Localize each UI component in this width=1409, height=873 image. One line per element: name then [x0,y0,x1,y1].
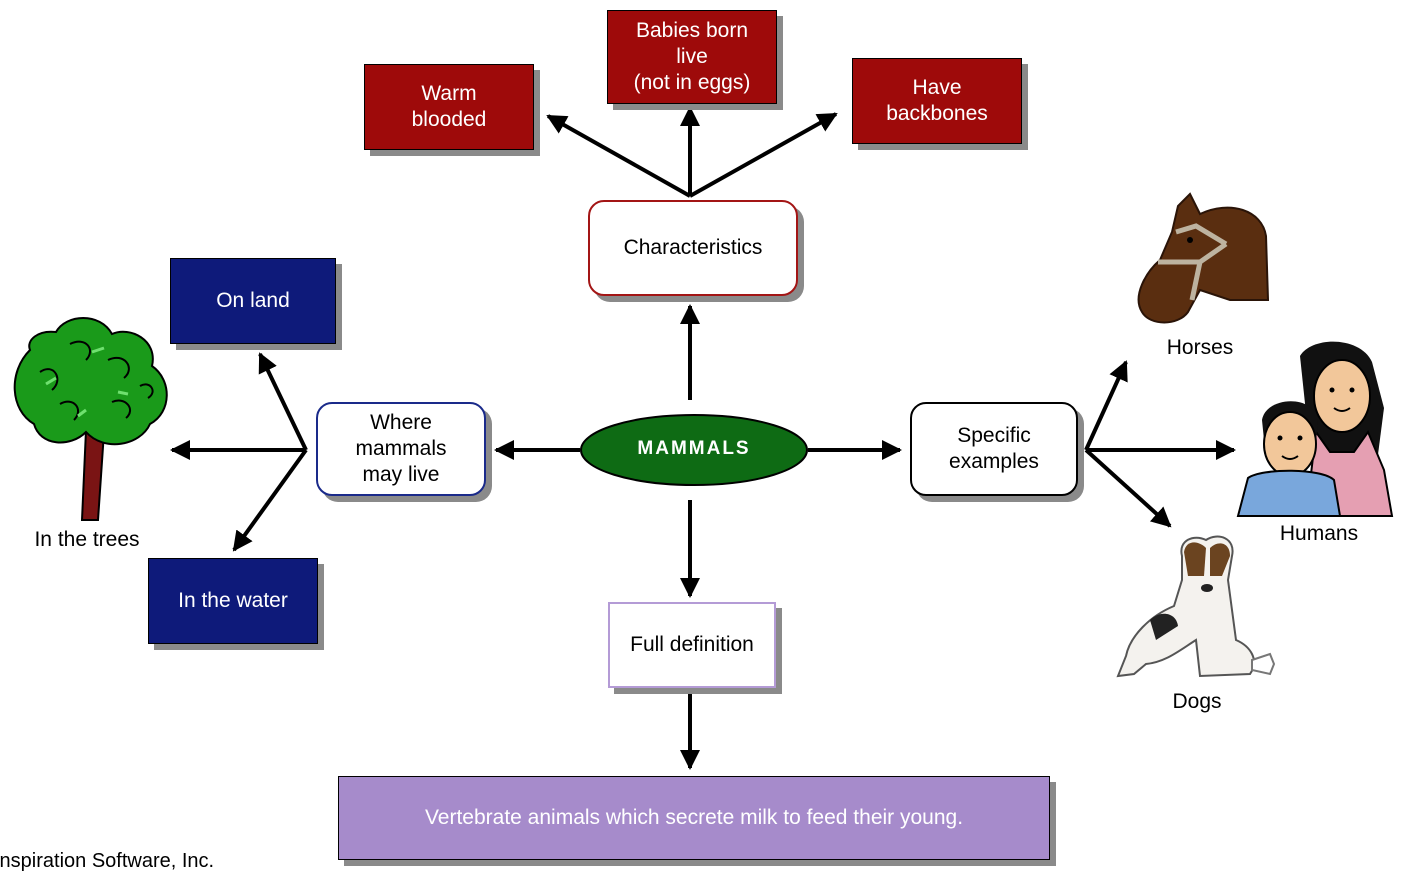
warm-blooded-label: Warm blooded [411,82,487,131]
specific-examples-node: Specific examples [910,402,1078,496]
where-mammals-live-label: Where mammals may live [355,411,447,486]
tree-image [13,317,168,521]
where-mammals-live-node: Where mammals may live [316,402,486,496]
definition-text: Vertebrate animals which secrete milk to… [424,806,964,829]
arrow-to-dogs [1084,448,1172,528]
in-the-trees-caption: In the trees [34,528,140,551]
full-definition-node: Full definition [608,602,776,688]
specific-examples-label: Specific examples [949,424,1039,473]
footer-credit: Inspiration Software, Inc. [0,850,215,872]
humans-image [1236,341,1394,517]
babies-born-live-label: Babies born live (not in eggs) [633,19,751,94]
warm-blooded-box: Warm blooded [364,64,534,150]
arrow-to-horses [1084,360,1128,451]
horses-caption: Horses [1166,336,1234,359]
on-land-label: On land [216,289,290,312]
arrow-to-backbones [689,112,838,198]
humans-caption: Humans [1279,522,1359,545]
full-definition-label: Full definition [630,633,754,656]
dogs-caption: Dogs [1172,690,1222,713]
characteristics-label: Characteristics [623,236,763,259]
in-the-water-label: In the water [178,589,288,612]
definition-text-box: Vertebrate animals which secrete milk to… [338,776,1050,860]
babies-born-live-box: Babies born live (not in eggs) [607,10,777,104]
in-the-water-box: In the water [148,558,318,644]
arrow-to-water [232,448,308,552]
arrow-to-warm-blooded [546,114,691,198]
have-backbones-label: Have backbones [886,76,988,125]
mammals-label: MAMMALS [637,438,751,459]
horse-image [1137,192,1270,324]
on-land-box: On land [170,258,336,344]
mammals-oval [580,414,808,486]
arrow-to-on-land [258,352,308,451]
have-backbones-box: Have backbones [852,58,1022,144]
dog-image [1116,535,1276,678]
characteristics-node: Characteristics [588,200,798,296]
